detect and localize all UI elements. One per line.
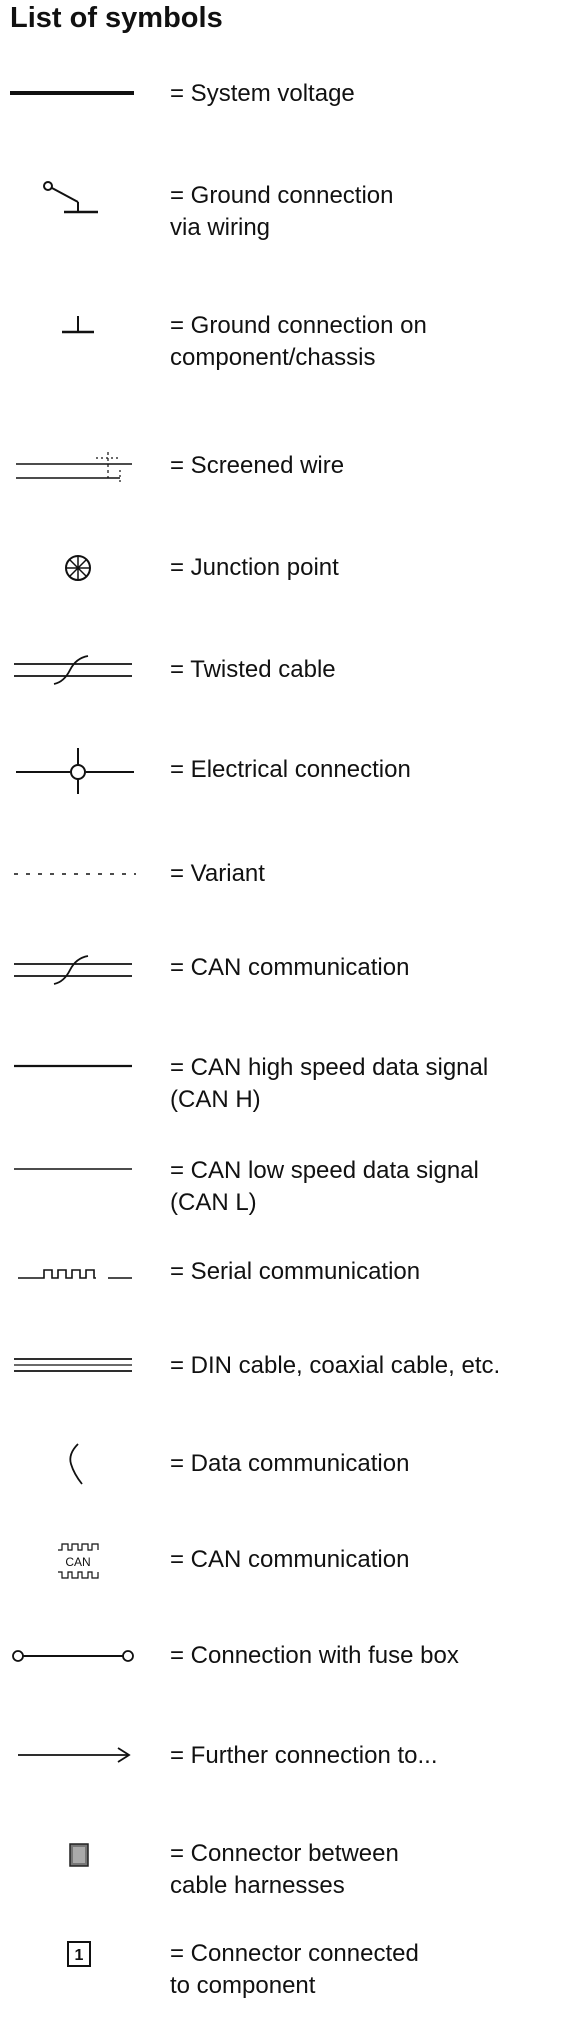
system-voltage-line-icon <box>10 91 134 95</box>
screened-wire-icon <box>16 452 132 482</box>
symbol-description: = CAN communication <box>170 1546 410 1573</box>
electrical-connection-icon <box>16 748 134 794</box>
symbol-description: = CAN high speed data signal (CAN H) <box>170 1054 489 1113</box>
symbol-description: = Electrical connection <box>170 756 411 783</box>
symbol-description: = CAN low speed data signal (CAN L) <box>170 1157 479 1216</box>
din-cable-icon <box>14 1358 132 1372</box>
symbol-description: = Twisted cable <box>170 656 336 683</box>
symbol-description: = Connector between cable harnesses <box>170 1840 399 1899</box>
symbol-description: = CAN communication <box>170 954 410 981</box>
harness-connector-icon <box>69 1843 89 1867</box>
data-communication-icon <box>69 1443 83 1485</box>
further-connection-arrow-icon <box>18 1747 131 1763</box>
symbol-description: = Connection with fuse box <box>170 1642 459 1669</box>
can-communication-twisted-icon <box>14 955 132 985</box>
symbol-description: = Data communication <box>170 1450 410 1477</box>
symbol-description: = Variant <box>170 860 265 887</box>
can-box-icon: CAN <box>58 1543 99 1579</box>
can-low-line-icon <box>14 1168 132 1170</box>
junction-point-icon <box>65 555 91 581</box>
ground-via-wiring-icon <box>43 181 98 214</box>
variant-dotted-line-icon <box>14 873 136 875</box>
page-title: List of symbols <box>10 2 223 34</box>
twisted-cable-icon <box>14 655 132 685</box>
symbol-description: = Screened wire <box>170 452 345 479</box>
component-connector-label: 1 <box>75 1947 84 1964</box>
ground-chassis-icon <box>62 316 94 334</box>
can-box-label: CAN <box>65 1555 90 1569</box>
symbol-description: = DIN cable, coaxial cable, etc. <box>170 1352 501 1379</box>
serial-communication-icon <box>18 1269 132 1280</box>
component-connector-icon: 1 <box>67 1941 91 1967</box>
fuse-box-connection-icon <box>12 1650 134 1662</box>
symbol-description: = Further connection to... <box>170 1742 438 1769</box>
symbol-description: = Ground connection via wiring <box>170 182 394 241</box>
symbol-description: = Serial communication <box>170 1258 421 1285</box>
symbol-description: = Connector connected to component <box>170 1940 419 1999</box>
symbol-description: = System voltage <box>170 80 355 107</box>
symbol-description: = Ground connection on component/chassis <box>170 312 427 371</box>
can-high-line-icon <box>14 1064 132 1068</box>
symbol-description: = Junction point <box>170 554 339 581</box>
